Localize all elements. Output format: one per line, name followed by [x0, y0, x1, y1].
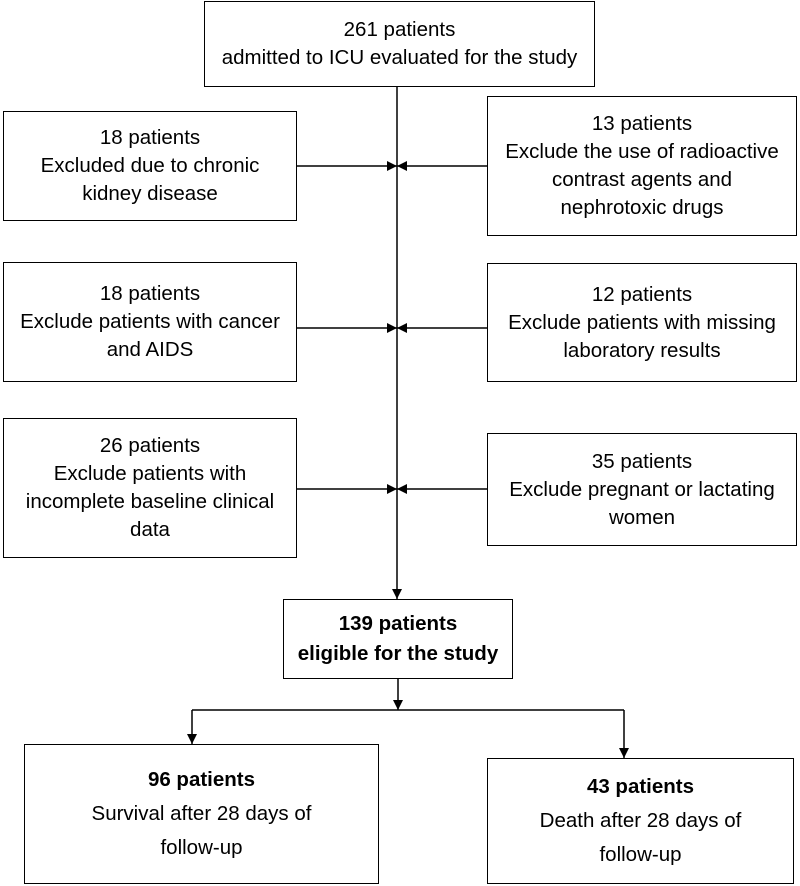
survival-description: follow-up — [160, 836, 243, 859]
total-patients-box: 261 patients admitted to ICU evaluated f… — [204, 1, 595, 87]
survival-count: 96 patients — [147, 768, 256, 791]
exclusion-box-missing-labs: 12 patients Exclude patients with missin… — [487, 263, 797, 382]
death-description: follow-up — [599, 843, 682, 866]
exclusion-reason: and AIDS — [106, 338, 194, 361]
exclusion-reason: laboratory results — [563, 338, 721, 362]
survival-description: Survival after 28 days of — [91, 802, 312, 825]
exclusion-box-ckd: 18 patients Excluded due to chronic kidn… — [3, 111, 297, 221]
exclusion-reason: kidney disease — [82, 182, 218, 205]
exclusion-reason: data — [130, 518, 170, 541]
exclusion-count: 35 patients — [591, 449, 693, 473]
eligible-patients-description: eligible for the study — [297, 642, 499, 665]
exclusion-box-contrast: 13 patients Exclude the use of radioacti… — [487, 96, 797, 236]
exclusion-count: 18 patients — [99, 126, 201, 149]
exclusion-reason: Excluded due to chronic — [40, 154, 260, 177]
death-outcome-box: 43 patients Death after 28 days of follo… — [487, 758, 794, 884]
exclusion-reason: Exclude pregnant or lactating — [509, 477, 775, 501]
eligible-patients-box: 139 patients eligible for the study — [283, 599, 513, 679]
exclusion-count: 18 patients — [99, 282, 201, 305]
eligible-patients-count: 139 patients — [338, 612, 458, 635]
exclusion-reason: incomplete baseline clinical — [25, 490, 275, 513]
total-patients-description: admitted to ICU evaluated for the study — [221, 46, 578, 69]
exclusion-box-cancer: 18 patients Exclude patients with cancer… — [3, 262, 297, 382]
survival-outcome-box: 96 patients Survival after 28 days of fo… — [24, 744, 379, 884]
exclusion-reason: Exclude the use of radioactive — [505, 140, 779, 163]
exclusion-reason: Exclude patients with missing — [508, 310, 776, 334]
exclusion-reason: nephrotoxic drugs — [560, 196, 724, 219]
death-description: Death after 28 days of — [539, 809, 742, 832]
exclusion-count: 13 patients — [591, 112, 693, 135]
exclusion-box-pregnant: 35 patients Exclude pregnant or lactatin… — [487, 433, 797, 546]
exclusion-count: 12 patients — [591, 282, 693, 306]
total-patients-count: 261 patients — [343, 18, 456, 41]
exclusion-reason: women — [608, 505, 676, 529]
exclusion-reason: Exclude patients with — [53, 462, 247, 485]
exclusion-count: 26 patients — [99, 434, 201, 457]
death-count: 43 patients — [586, 775, 695, 798]
exclusion-box-baseline-data: 26 patients Exclude patients with incomp… — [3, 418, 297, 558]
exclusion-reason: Exclude patients with cancer — [20, 310, 280, 333]
exclusion-reason: contrast agents and — [551, 168, 733, 191]
